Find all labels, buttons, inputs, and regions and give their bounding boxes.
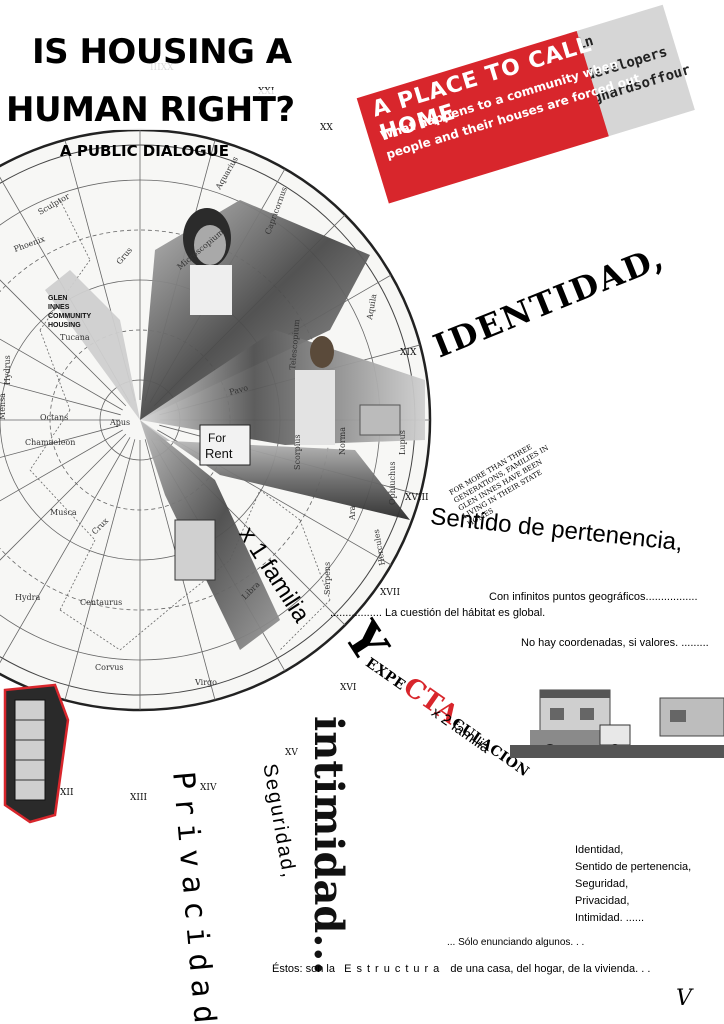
for-rent-sign-line2: Rent: [205, 446, 233, 461]
constellation-label: Centaurus: [80, 598, 122, 607]
chart-grid-spoke: [0, 437, 131, 672]
word-intimidad: intimidad...: [305, 716, 352, 976]
photo-wedge-woman: [140, 200, 370, 420]
summary-list-item: Seguridad,: [575, 878, 629, 890]
chart-grid-spoke: [0, 344, 121, 416]
chart-grid-spoke: [0, 274, 123, 411]
hour-numeral: XIV: [200, 783, 217, 793]
text-con-infinitos: Con infinitos puntos geográficos........…: [489, 591, 698, 603]
hour-numeral: XV: [285, 748, 298, 758]
constellation-line: [59, 539, 96, 611]
constellation-label: Mensa: [0, 393, 7, 420]
photo-wedge-for-rent: For Rent: [140, 420, 410, 520]
chart-grid-spoke: [64, 439, 136, 701]
houses-construction-photo: [510, 680, 724, 758]
constellation-label: Apus: [109, 418, 130, 427]
for-rent-sign-line1: For: [208, 431, 226, 445]
banner-line4: HOUSING: [48, 322, 81, 329]
hour-numeral: XVII: [380, 588, 400, 598]
constellation-label: Serpens: [323, 562, 332, 595]
banner-line3: COMMUNITY: [48, 313, 91, 320]
constellation-label: Tucana: [60, 333, 90, 342]
constellation-line: [59, 199, 91, 261]
constellation-label: Virgo: [194, 678, 217, 687]
constellation-line: [29, 409, 71, 471]
photo-wedge-banner: GLEN INNES COMMUNITY HOUSING: [45, 270, 140, 420]
chart-grid-spoke: [0, 433, 127, 626]
banner-line1: GLEN: [48, 295, 67, 302]
constellation-line: [259, 489, 301, 521]
hour-numeral: XIII: [130, 793, 148, 803]
constellation-label: Scorpius: [293, 434, 302, 470]
hour-numeral: XII: [60, 788, 74, 798]
constellation-label: Ophiuchus: [388, 462, 397, 505]
hour-numeral: XIX: [400, 348, 417, 358]
title-line-2: HUMAN RIGHT?: [2, 88, 299, 132]
constellation-label: Musca: [50, 508, 77, 517]
constellation-label: Hydra: [15, 593, 40, 602]
summary-list-item: Sentido de pertenencia,: [575, 861, 692, 873]
summary-list: Identidad, Sentido de pertenencia, Segur…: [575, 842, 691, 927]
subtitle: A PUBLIC DIALOGUE: [60, 142, 229, 160]
chart-grid-spoke: [0, 429, 123, 566]
estos-part-c: de una casa, del hogar, de la vivienda. …: [450, 963, 651, 975]
summary-list-item: Privacidad,: [575, 895, 630, 907]
estos-part-b: Estructura: [344, 963, 445, 975]
constellation-line: [59, 609, 121, 651]
text-solo-enunciando: ... Sólo enunciando algunos. . .: [447, 937, 585, 948]
red-framed-building-photo: [3, 683, 70, 824]
photo-wedge-girl: [140, 330, 425, 445]
constellation-label: Hydrus: [3, 355, 12, 385]
estos-part-a: Éstos: son la: [272, 963, 335, 975]
banner-line2: INNES: [48, 304, 70, 311]
hour-numeral: XX: [320, 123, 333, 133]
constellation-label: Chamaeleon: [25, 438, 75, 447]
constellation-label: Ara: [348, 505, 357, 521]
chart-grid-spoke: [0, 424, 121, 496]
summary-list-item: Intimidad. ......: [575, 912, 645, 924]
hour-numeral: XVI: [340, 683, 357, 693]
title-line-1: IS HOUSING A: [28, 30, 296, 74]
hour-numeral: XVIII: [405, 493, 429, 503]
constellation-label: Octans: [40, 413, 68, 422]
constellation-label: Telescopium: [288, 319, 301, 371]
photo-wedge-street: [140, 420, 280, 650]
constellation-label: Norma: [338, 427, 347, 455]
constellation-label: Corvus: [95, 663, 124, 672]
chart-grid-spoke: [0, 214, 127, 407]
summary-list-item: Identidad,: [575, 844, 624, 856]
constellation-label: Lupus: [398, 430, 407, 455]
text-no-hay: No hay coordenadas, si valores. ........…: [521, 637, 709, 649]
text-estos: Éstos: son la Estructura de una casa, de…: [272, 963, 650, 975]
text-cuestion: ................. La cuestión del hábita…: [330, 607, 546, 619]
constellation-line: [119, 599, 181, 651]
signature-mark: V: [676, 986, 692, 1011]
